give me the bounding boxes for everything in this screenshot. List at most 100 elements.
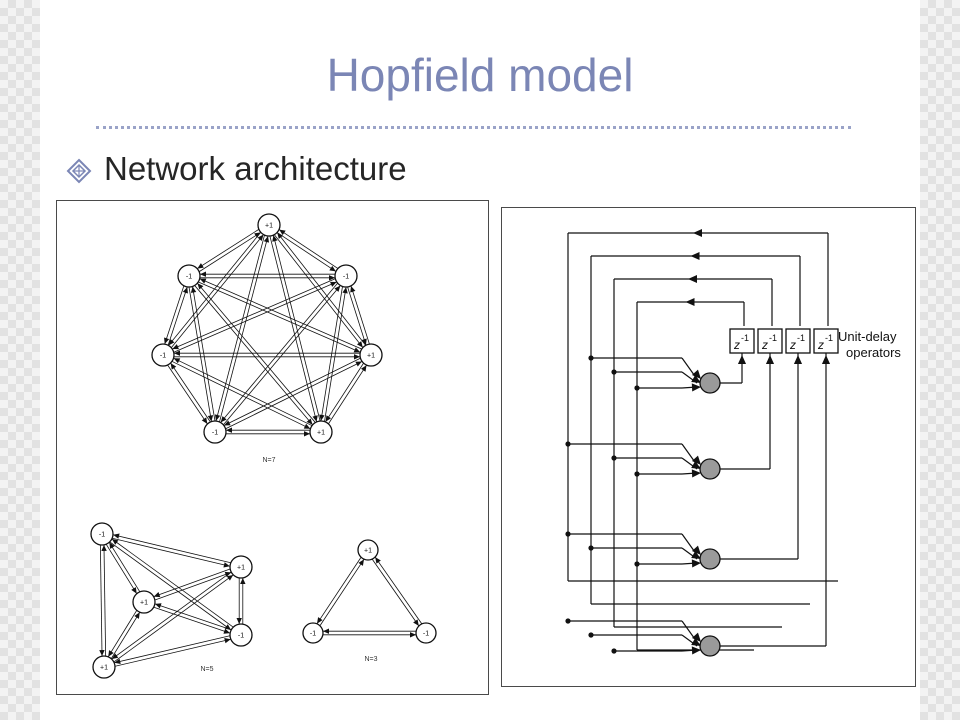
junction-dot	[565, 531, 571, 537]
flow-arrow	[691, 632, 701, 642]
flow-arrow	[691, 545, 701, 555]
neuron-state-label: -1	[160, 353, 166, 360]
synapse-edge	[109, 541, 232, 631]
delay-caption-line1: Unit-delay	[838, 329, 897, 344]
unit-delay-box	[813, 328, 839, 354]
n7-caption: N=7	[262, 457, 275, 464]
edge-arrowhead	[114, 658, 121, 665]
left-checker-border	[0, 0, 40, 720]
synapse-edge	[114, 635, 230, 664]
edge-arrowhead	[214, 414, 221, 421]
synapse-edge	[371, 558, 420, 627]
junction-dot	[611, 369, 617, 375]
delay-exponent: -1	[797, 333, 805, 343]
neuron-state-label: +1	[140, 600, 148, 607]
n7-edges	[164, 229, 370, 437]
neuron-node	[257, 213, 281, 237]
edge-arrowhead	[325, 415, 332, 422]
neuron-node	[302, 622, 324, 644]
edge-arrowhead	[173, 358, 181, 364]
synapse-edge	[113, 574, 234, 663]
flow-arrow	[691, 383, 701, 392]
right-checker-border	[920, 0, 960, 720]
junction-dot	[565, 441, 571, 447]
flow-arrow	[691, 455, 701, 465]
neuron-state-label: -1	[423, 631, 429, 638]
flow-arrow	[685, 297, 695, 307]
neuron-node	[415, 622, 437, 644]
neuron-state-label: -1	[212, 430, 218, 437]
neuron-state-label: -1	[186, 274, 192, 281]
synapse-edge	[105, 544, 138, 594]
flow-arrow	[691, 550, 701, 559]
synapse-edge	[350, 285, 370, 345]
synapse-edge	[328, 364, 367, 424]
synapse-edge	[111, 571, 232, 660]
title-divider	[96, 126, 851, 129]
edge-arrowhead	[111, 653, 119, 660]
synapse-edge	[215, 235, 265, 422]
edge-arrowhead	[236, 618, 242, 624]
n7-nodes: +1-1-1-1+1+1-1	[151, 213, 383, 444]
edge-arrowhead	[164, 337, 170, 344]
synapse-edge	[107, 610, 138, 657]
synapse-edge	[198, 281, 361, 353]
neuron-state-label: +1	[237, 565, 245, 572]
synapse-edge	[153, 606, 231, 634]
junction-dot	[588, 545, 594, 551]
edge-arrowhead	[174, 350, 180, 356]
n3-caption: N=3	[364, 656, 377, 663]
n5-nodes: -1+1+1-1+1	[90, 522, 253, 679]
neuron-unit	[699, 458, 721, 480]
synapse-edge	[113, 534, 231, 564]
synapse-edge	[225, 361, 363, 430]
slide-title: Hopfield model	[326, 49, 634, 101]
synapse-edge	[223, 285, 341, 425]
edge-arrowhead	[304, 431, 310, 437]
neuron-unit	[699, 635, 721, 657]
delay-exponent: -1	[769, 333, 777, 343]
neuron-state-label: +1	[265, 223, 273, 230]
edge-arrowhead	[101, 544, 107, 552]
edge-arrowhead	[108, 650, 114, 657]
synapse-edge	[115, 638, 231, 667]
edge-arrowhead	[207, 415, 214, 422]
synapse-edge	[316, 557, 362, 624]
edge-arrowhead	[182, 287, 188, 294]
architecture-arrowheads	[685, 228, 831, 655]
neuron-node	[334, 264, 358, 288]
edge-arrowhead	[312, 415, 318, 422]
unit-delay-box	[757, 328, 783, 354]
synapse-edge	[278, 229, 339, 269]
flow-arrow	[691, 646, 701, 655]
edge-arrowhead	[197, 283, 204, 290]
unit-delay-box	[729, 328, 755, 354]
synapse-edge	[170, 362, 211, 423]
synapse-edge	[172, 278, 336, 350]
edge-arrowhead	[355, 361, 362, 367]
synapse-edge	[223, 357, 361, 426]
synapse-edge	[324, 287, 347, 422]
neuron-state-label: -1	[238, 633, 244, 640]
edge-arrowhead	[224, 420, 231, 426]
edge-arrowhead	[200, 271, 206, 277]
synapse-edge	[320, 286, 343, 421]
unit-delay-box	[785, 328, 811, 354]
junction-dot	[588, 632, 594, 638]
edge-arrowhead	[353, 347, 361, 353]
edge-arrowhead	[410, 632, 416, 638]
synapse-edge	[103, 544, 107, 656]
edge-arrowhead	[257, 234, 264, 242]
synapse-edge	[111, 538, 234, 628]
edge-arrowhead	[226, 574, 234, 581]
n3-edges	[316, 556, 423, 638]
edge-arrowhead	[113, 533, 120, 539]
edge-arrowhead	[272, 235, 278, 242]
edge-arrowhead	[220, 416, 227, 423]
neuron-state-label: -1	[343, 274, 349, 281]
edge-arrowhead	[111, 539, 119, 545]
flow-arrow	[691, 374, 701, 383]
synapse-edge	[194, 285, 313, 426]
